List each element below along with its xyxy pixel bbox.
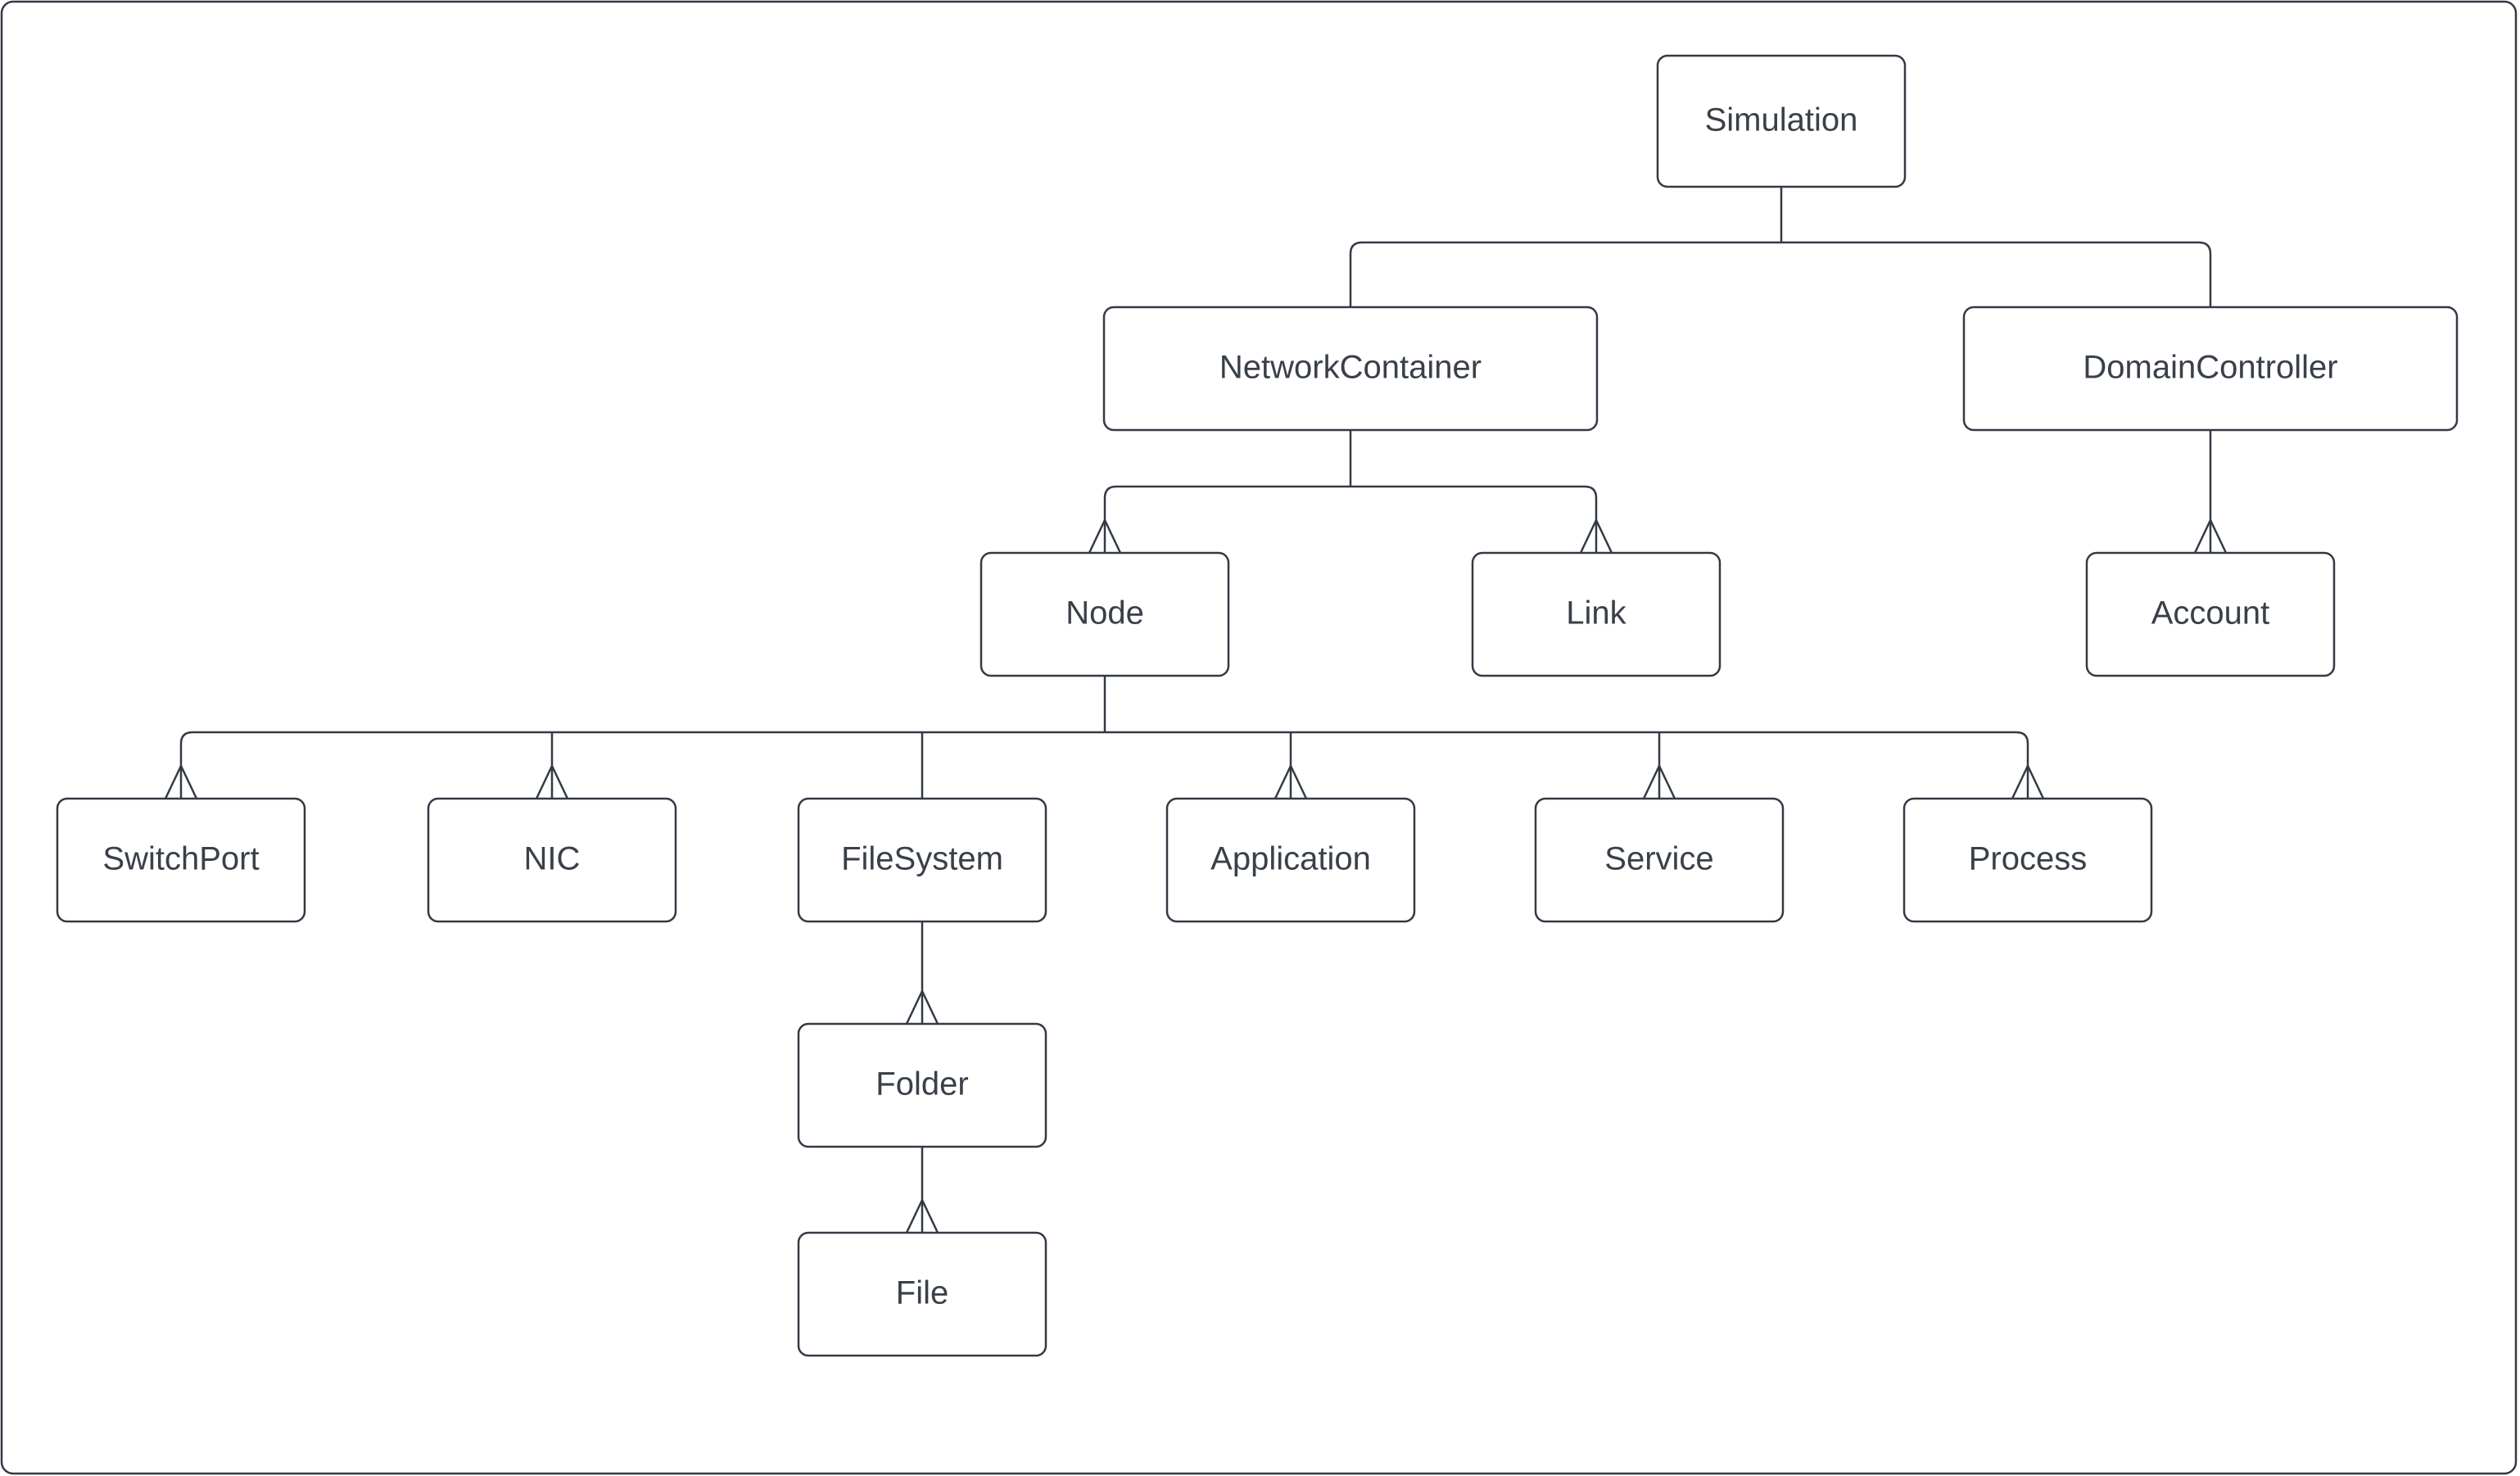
class-box-rect-service[interactable] <box>1534 797 1785 923</box>
class-box-rect-link[interactable] <box>1471 551 1721 677</box>
class-box-application[interactable]: Application <box>1165 797 1416 923</box>
class-box-filesystem[interactable]: FileSystem <box>797 797 1047 923</box>
class-box-folder[interactable]: Folder <box>797 1022 1047 1148</box>
class-label-process: Process <box>1969 841 2088 877</box>
class-box-domain-controller[interactable]: DomainController <box>1962 306 2459 432</box>
class-label-application: Application <box>1210 841 1371 877</box>
class-box-rect-filesystem[interactable] <box>797 797 1047 923</box>
class-label-simulation: Simulation <box>1705 102 1858 138</box>
class-box-rect-node[interactable] <box>979 551 1230 677</box>
class-box-rect-switchport[interactable] <box>56 797 306 923</box>
class-label-filesystem: FileSystem <box>841 841 1003 877</box>
class-label-service: Service <box>1604 841 1713 877</box>
class-box-rect-application[interactable] <box>1165 797 1416 923</box>
class-label-link: Link <box>1566 595 1626 632</box>
class-label-domain-controller: DomainController <box>2083 350 2337 386</box>
class-box-process[interactable]: Process <box>1902 797 2153 923</box>
class-box-simulation[interactable]: Simulation <box>1656 54 1907 188</box>
class-box-rect-domain-controller[interactable] <box>1962 306 2459 432</box>
class-label-folder: Folder <box>875 1066 968 1102</box>
edge-bus-simulation <box>1349 241 2212 255</box>
class-box-file[interactable]: File <box>797 1231 1047 1357</box>
class-box-nic[interactable]: NIC <box>427 797 677 923</box>
class-box-rect-process[interactable] <box>1902 797 2153 923</box>
class-box-rect-nic[interactable] <box>427 797 677 923</box>
edge-layer <box>164 187 2228 1234</box>
class-label-nic: NIC <box>524 841 581 877</box>
class-box-node[interactable]: Node <box>979 551 1230 677</box>
class-box-account[interactable]: Account <box>2085 551 2336 677</box>
class-box-rect-simulation[interactable] <box>1656 54 1907 188</box>
class-box-rect-account[interactable] <box>2085 551 2336 677</box>
class-box-rect-network-container[interactable] <box>1102 306 1599 432</box>
class-box-switchport[interactable]: SwitchPort <box>56 797 306 923</box>
class-label-switchport: SwitchPort <box>102 841 259 877</box>
class-label-account: Account <box>2151 595 2270 632</box>
edge-bus-network-container <box>1103 485 1598 499</box>
class-label-network-container: NetworkContainer <box>1219 350 1482 386</box>
class-label-node: Node <box>1065 595 1144 632</box>
class-box-service[interactable]: Service <box>1534 797 1785 923</box>
class-box-link[interactable]: Link <box>1471 551 1721 677</box>
class-box-rect-folder[interactable] <box>797 1022 1047 1148</box>
class-box-network-container[interactable]: NetworkContainer <box>1102 306 1599 432</box>
class-box-rect-file[interactable] <box>797 1231 1047 1357</box>
edge-bus-node <box>179 731 2029 745</box>
class-label-file: File <box>896 1275 948 1311</box>
